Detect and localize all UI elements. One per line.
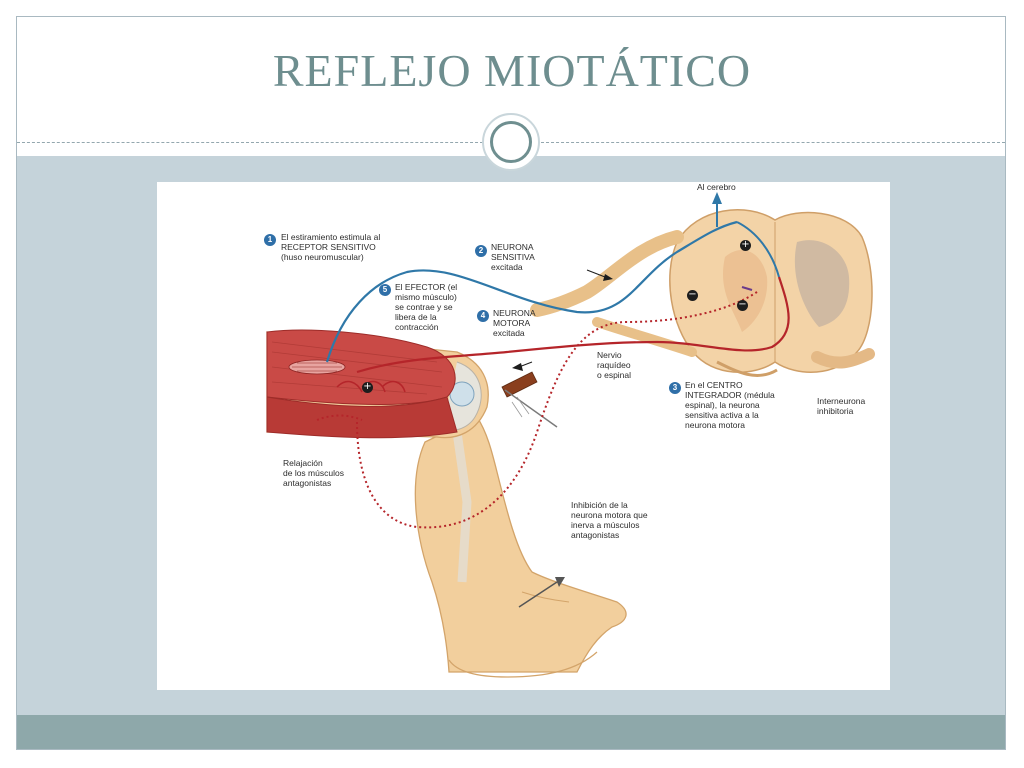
step-badge-1: 1 (264, 234, 276, 246)
reflex-illustration (266, 192, 875, 678)
step-badge-5: 5 (379, 284, 391, 296)
label-step4: NEURONA MOTORA excitada (493, 308, 536, 338)
step-badge-4: 4 (477, 310, 489, 322)
inhibitory-synapse-sign-right: − (737, 299, 748, 311)
sensory-neuron (325, 192, 780, 363)
step-badge-3: 3 (669, 382, 681, 394)
label-step2: NEURONA SENSITIVA excitada (491, 242, 535, 272)
label-step3: En el CENTRO INTEGRADOR (médula espinal)… (685, 380, 775, 430)
title-divider-left (17, 142, 483, 143)
circle-ornament (482, 113, 540, 171)
footer-band (17, 715, 1005, 749)
inhibition-pathway (316, 286, 758, 529)
quadriceps-muscle (266, 329, 458, 439)
label-interneuron: Interneurona inhibitoria (817, 396, 866, 416)
label-relaxation: Relajación de los músculos antagonistas (283, 458, 344, 488)
reflex-hammer (501, 371, 558, 428)
step-badge-2: 2 (475, 245, 487, 257)
inhibitory-synapse-sign-left: − (687, 289, 698, 301)
reflex-diagram: 1 El estiramiento estimula al RECEPTOR S… (157, 182, 890, 690)
movement-arrow (518, 577, 565, 608)
label-spinal-nerve: Nervio raquídeo o espinal (597, 350, 632, 380)
spinal-cord (669, 209, 875, 377)
label-step1: El estiramiento estimula al RECEPTOR SEN… (281, 232, 381, 262)
label-step5: El EFECTOR (el mismo músculo) se contrae… (395, 282, 458, 332)
leg (414, 416, 627, 678)
muscle-synapse-sign: + (362, 381, 373, 393)
title-divider-right (541, 142, 1005, 143)
slide-title: REFLEJO MIOTÁTICO (272, 45, 752, 96)
label-to-brain: Al cerebro (697, 182, 736, 192)
excitatory-synapse-sign: + (740, 239, 751, 251)
label-inhibition: Inhibición de la neurona motora que iner… (571, 500, 648, 540)
